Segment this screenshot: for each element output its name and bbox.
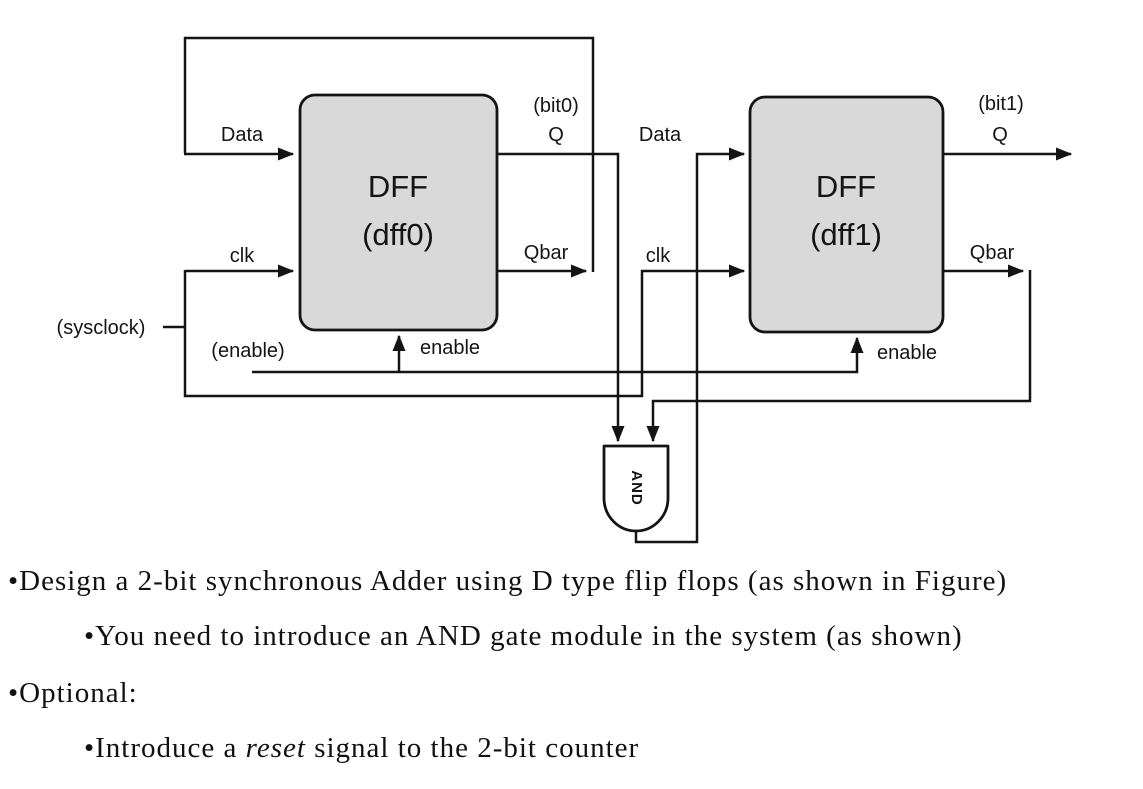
dff1-block [748,95,945,334]
note-design-adder: •Design a 2-bit synchronous Adder using … [8,565,1008,597]
note-optional: •Optional: [8,677,138,709]
dff1-title: DFF [816,169,876,204]
dff0-q-label: Q [548,124,564,146]
dff1-data-label: Data [639,124,682,146]
dff1-clk-label: clk [646,245,671,267]
dff0-qbar-label: Qbar [524,242,569,264]
sysclock-label: (sysclock) [57,317,146,339]
dff1-enable-label: enable [877,342,937,364]
dff0-title: DFF [368,169,428,204]
wire-and-output-to-data1 [634,147,746,544]
note-reset: •Introduce a reset signal to the 2-bit c… [84,731,639,765]
and-gate [602,444,670,533]
dff0-clk-label: clk [230,245,255,267]
wire-enable-line [252,336,864,374]
note-reset-suffix: signal to the 2-bit counter [305,732,640,764]
dff1-subtitle: (dff1) [810,217,882,252]
dff1-q-label: Q [992,124,1008,146]
dff0-data-label: Data [221,124,264,146]
wire-qbar1-to-and [646,270,1032,443]
and-gate-label: AND [628,470,645,506]
wire-q0-to-and [497,152,625,443]
dff1-qbar-label: Qbar [970,242,1015,264]
note-reset-italic: reset [245,732,306,764]
note-and-gate: •You need to introduce an AND gate modul… [84,620,963,652]
wires [163,36,1073,544]
circuit-diagram: DFF (dff0) DFF (dff1) AND Data clk (sysc… [57,36,1073,544]
dff0-enable-label: enable [420,337,480,359]
dff0-bit0-label: (bit0) [533,95,579,117]
dff0-subtitle: (dff0) [362,217,434,252]
enable-source-label: (enable) [211,340,284,362]
dff0-block [298,93,499,332]
note-reset-prefix: •Introduce a [84,732,246,764]
dff1-bit1-label: (bit1) [978,93,1024,115]
wire-sysclock-to-clk1 [183,264,746,398]
